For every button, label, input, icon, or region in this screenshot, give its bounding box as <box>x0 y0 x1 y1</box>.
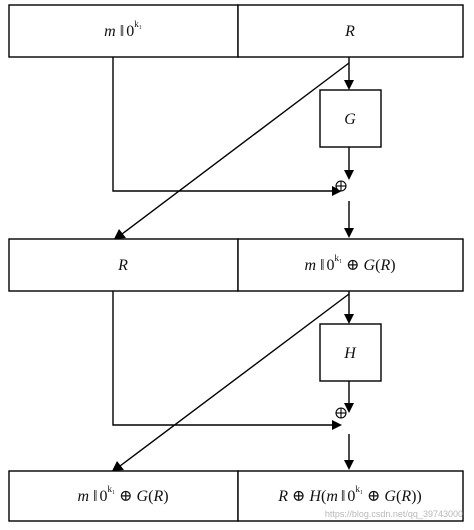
arrowhead-row2-to-row3-left <box>112 461 124 471</box>
arrowhead-h-to-xor2 <box>344 403 354 413</box>
arrow-r2-to-xor2 <box>112 291 332 426</box>
row3-right-label: R ⊕ H(m‖0k₁ ⊕ G(R)) <box>277 484 422 505</box>
arrowhead-g-to-xor1 <box>344 170 354 180</box>
arrowhead-m-to-xor1 <box>332 186 342 196</box>
row1-left-box <box>8 4 239 58</box>
function-h-box <box>319 323 382 382</box>
row2-right-label: m‖0k₁ ⊕ G(R) <box>304 253 395 274</box>
row2-left-box <box>8 238 239 292</box>
arrowhead-xor2-to-row3 <box>344 460 354 470</box>
xor-operator-1 <box>335 180 347 192</box>
arrow-r-to-row2-left <box>121 62 350 235</box>
row1-left-label: m‖0k₁ <box>104 19 142 40</box>
row3-left-label: m‖0k₁ ⊕ G(R) <box>77 484 168 505</box>
arrowhead-row2-to-h <box>344 314 354 324</box>
row2-left-label: R <box>117 257 128 274</box>
row1-right-label: R <box>344 23 355 40</box>
watermark-text: https://blog.csdn.net/qq_39743000 <box>325 509 463 519</box>
arrow-m-to-xor1 <box>112 57 332 192</box>
arrowhead-r-to-g <box>344 80 354 90</box>
function-g-box <box>319 89 382 148</box>
row3-right-box <box>237 470 464 522</box>
arrowhead-r2-to-xor2 <box>332 420 342 430</box>
arrow-row2-to-row3-left <box>119 293 350 467</box>
row2-right-box <box>237 238 464 292</box>
function-h-label: H <box>343 345 357 362</box>
row1-right-box <box>237 4 464 58</box>
row3-left-box <box>8 470 239 522</box>
xor-operator-2 <box>335 407 347 419</box>
arrowhead-xor1-to-row2 <box>344 228 354 238</box>
arrowhead-r-to-row2-left <box>114 229 126 239</box>
function-g-label: G <box>344 111 356 128</box>
